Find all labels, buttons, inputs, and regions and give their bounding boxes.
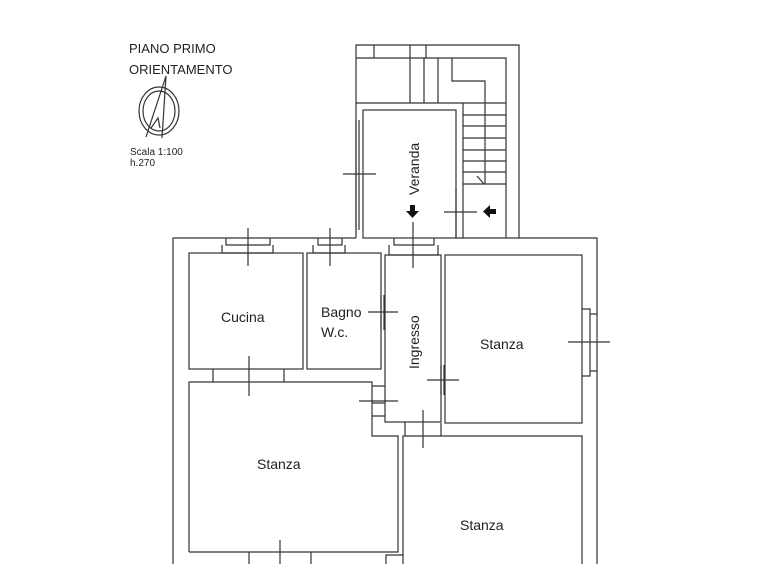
- room-label-ingresso: Ingresso: [406, 315, 422, 369]
- north-arrow-icon: [138, 75, 180, 139]
- orientation-label: ORIENTAMENTO: [129, 62, 233, 77]
- arrow-icon: [406, 205, 496, 218]
- room-label-veranda: Veranda: [406, 143, 422, 195]
- room-label-stanza-bottom: Stanza: [460, 517, 504, 533]
- room-label-stanza-left: Stanza: [257, 456, 301, 472]
- scale-label: Scala 1:100: [130, 147, 183, 158]
- plan-title: PIANO PRIMO: [129, 41, 216, 56]
- room-label-stanza-right: Stanza: [480, 336, 524, 352]
- walls: [172, 44, 610, 564]
- room-label-bagno: Bagno: [321, 304, 362, 320]
- room-label-cucina: Cucina: [221, 309, 265, 325]
- height-label: h.270: [130, 158, 155, 169]
- room-label-wc: W.c.: [321, 324, 348, 340]
